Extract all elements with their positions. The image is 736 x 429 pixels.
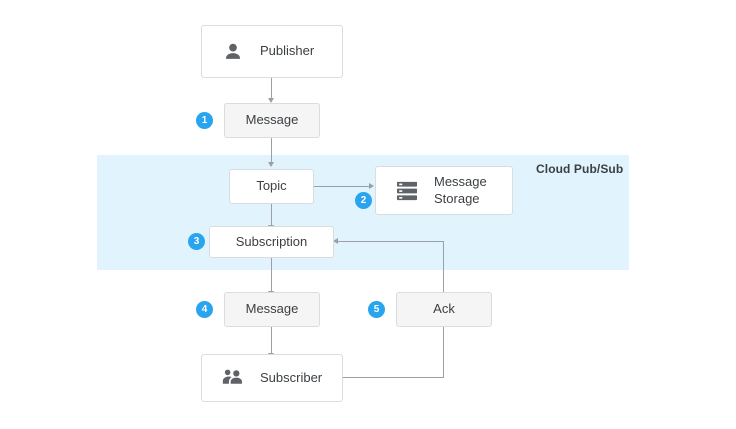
people-icon xyxy=(220,365,246,391)
node-message-bottom[interactable]: Message xyxy=(224,292,320,327)
node-message-top-label: Message xyxy=(245,112,299,128)
node-message-bottom-label: Message xyxy=(245,301,299,317)
node-topic-label: Topic xyxy=(256,178,287,194)
connector-topic-to-subscription xyxy=(271,204,272,226)
cloud-pubsub-region xyxy=(97,155,629,270)
arrowhead-publisher-to-message xyxy=(268,98,274,103)
node-message-top[interactable]: Message xyxy=(224,103,320,138)
node-subscription[interactable]: Subscription xyxy=(209,226,334,258)
arrowhead-topic-to-storage xyxy=(369,182,374,189)
arrowhead-message-to-topic xyxy=(268,162,274,167)
arrowhead-ack-to-subscription xyxy=(333,237,338,244)
person-icon xyxy=(220,39,246,65)
connector-topic-to-storage xyxy=(313,186,371,187)
step-badge-2: 2 xyxy=(355,192,372,209)
storage-icon xyxy=(394,178,420,204)
node-subscriber-label: Subscriber xyxy=(260,369,323,385)
connector-ack-to-subscription-horizontal xyxy=(338,241,444,242)
node-publisher[interactable]: Publisher xyxy=(201,25,343,78)
connector-subscription-to-message xyxy=(271,258,272,292)
node-subscription-label: Subscription xyxy=(235,233,308,249)
connector-publisher-to-message xyxy=(271,78,272,99)
node-ack[interactable]: Ack xyxy=(396,292,492,327)
node-ack-label: Ack xyxy=(433,301,455,317)
cloud-pubsub-region-label: Cloud Pub/Sub xyxy=(536,162,624,176)
connector-subscriber-to-ack-horizontal xyxy=(343,377,444,378)
node-message-storage-label-line2: Storage xyxy=(434,190,480,206)
step-badge-5: 5 xyxy=(368,301,385,318)
connector-message-to-topic xyxy=(271,138,272,163)
step-badge-1: 1 xyxy=(196,112,213,129)
node-message-storage-label: Message Storage xyxy=(434,174,487,207)
node-publisher-label: Publisher xyxy=(260,43,315,59)
node-message-storage-label-line1: Message xyxy=(434,174,487,190)
node-subscriber[interactable]: Subscriber xyxy=(201,354,343,402)
node-message-storage[interactable]: Message Storage xyxy=(375,166,513,215)
step-badge-4: 4 xyxy=(196,301,213,318)
node-topic[interactable]: Topic xyxy=(229,169,314,204)
connector-message-to-subscriber xyxy=(271,327,272,354)
step-badge-3: 3 xyxy=(188,233,205,250)
